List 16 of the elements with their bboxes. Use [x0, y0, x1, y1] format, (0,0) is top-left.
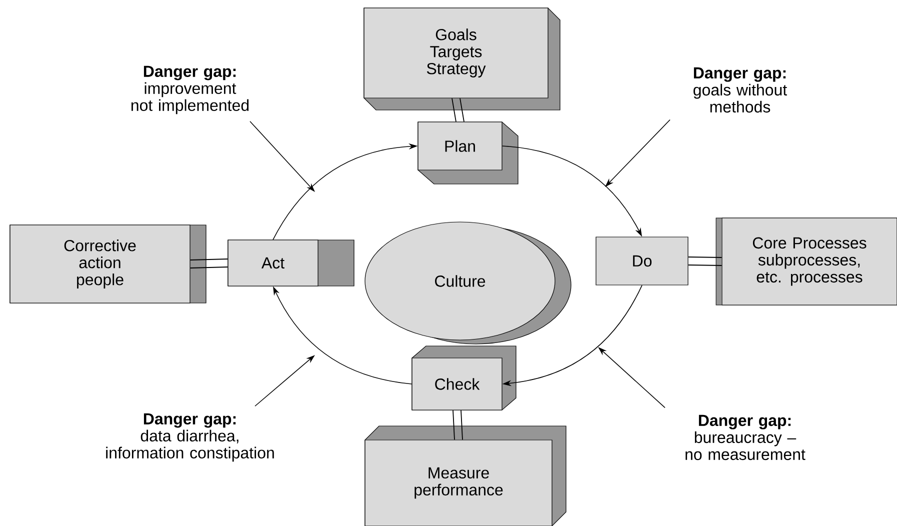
process-box: Check: [412, 346, 516, 410]
callout-text: Danger gap: bureaucracy – no measurement: [686, 414, 806, 460]
process-box: Corrective action people: [10, 224, 206, 304]
double-connector: [190, 258, 228, 268]
callout-text: Danger gap: goals without methods: [694, 67, 787, 113]
process-box: Goals Targets Strategy: [364, 8, 560, 110]
callout-text: Danger gap: data diarrhea, information constipation: [106, 413, 274, 462]
process-box: Do: [596, 236, 688, 286]
double-connector: [452, 410, 463, 440]
process-box: Act: [228, 240, 354, 286]
double-connector: [688, 256, 722, 266]
process-box: Measure performance: [364, 426, 566, 526]
callout-text: Danger gap: improvement not implemented: [131, 66, 249, 114]
double-connector: [452, 98, 464, 122]
process-box: Plan: [418, 122, 518, 184]
process-box: Core Processes subprocesses, etc. processes: [716, 218, 897, 306]
